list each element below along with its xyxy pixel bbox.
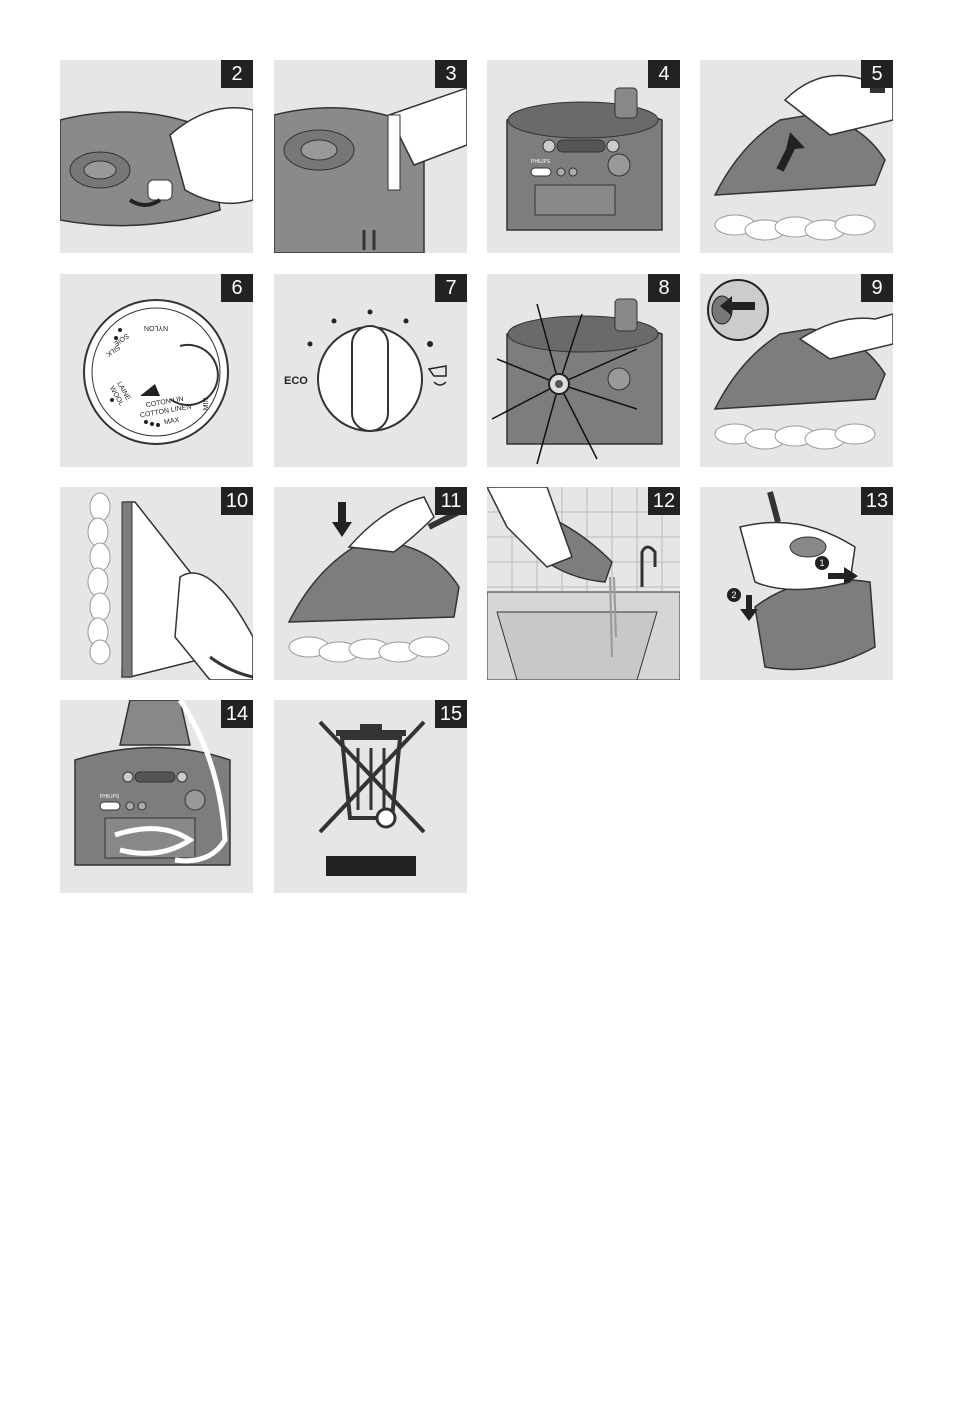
step-number: 5 bbox=[861, 60, 893, 88]
step-number: 13 bbox=[861, 487, 893, 515]
step-3-illustration bbox=[274, 87, 467, 253]
eco-label: ECO bbox=[284, 375, 308, 387]
marker-1: 1 bbox=[819, 558, 824, 568]
step-number: 9 bbox=[861, 274, 893, 302]
step-13-illustration: 1 2 bbox=[727, 491, 876, 671]
step-10-panel: 10 bbox=[60, 487, 253, 680]
step-12-illustration bbox=[487, 487, 680, 680]
step-number: 12 bbox=[648, 487, 680, 515]
crossed-out-bin-icon bbox=[318, 720, 426, 876]
step-15-panel: 15 bbox=[274, 700, 467, 893]
step-2-illustration bbox=[60, 107, 253, 227]
step-10-illustration bbox=[87, 492, 253, 680]
step-9-illustration bbox=[707, 279, 893, 450]
brand-label: PHILIPS bbox=[100, 794, 120, 800]
step-number: 15 bbox=[435, 700, 467, 728]
step-number: 2 bbox=[221, 60, 253, 88]
step-12-panel: 12 bbox=[487, 487, 680, 680]
steam-dial-illustration: ECO bbox=[284, 309, 447, 432]
step-number: 11 bbox=[435, 487, 467, 515]
step-5-illustration bbox=[713, 74, 893, 241]
step-number: 6 bbox=[221, 274, 253, 302]
marker-2: 2 bbox=[731, 590, 736, 600]
step-number: 14 bbox=[221, 700, 253, 728]
step-number: 4 bbox=[648, 60, 680, 88]
step-number: 8 bbox=[648, 274, 680, 302]
step-13-panel: 1 2 13 bbox=[700, 487, 893, 680]
step-7-panel: ECO 7 bbox=[274, 274, 467, 467]
step-6-panel: NYLON SOIE SILK LAINE WOOL COTON LIN COT… bbox=[60, 274, 253, 467]
step-8-illustration bbox=[491, 298, 663, 465]
step-8-panel: 8 bbox=[487, 274, 680, 467]
step-number: 3 bbox=[435, 60, 467, 88]
step-4-illustration: PHILIPS bbox=[506, 87, 663, 231]
step-14-illustration: PHILIPS bbox=[74, 700, 231, 866]
step-number: 10 bbox=[221, 487, 253, 515]
dial-label-min: MIN bbox=[203, 398, 210, 411]
step-11-illustration bbox=[287, 496, 461, 663]
step-number: 7 bbox=[435, 274, 467, 302]
step-14-panel: PHILIPS 14 bbox=[60, 700, 253, 893]
step-11-panel: 11 bbox=[274, 487, 467, 680]
dial-label-nylon-rot: NYLON bbox=[144, 324, 168, 331]
step-9-panel: 9 bbox=[700, 274, 893, 467]
step-2-panel: 2 bbox=[60, 60, 253, 253]
temperature-dial-illustration: NYLON SOIE SILK LAINE WOOL COTON LIN COT… bbox=[83, 299, 229, 445]
brand-label: PHILIPS bbox=[531, 159, 551, 165]
step-5-panel: 5 bbox=[700, 60, 893, 253]
dial-label-max: MAX bbox=[164, 417, 180, 427]
step-4-panel: PHILIPS 4 bbox=[487, 60, 680, 253]
step-3-panel: 3 bbox=[274, 60, 467, 253]
